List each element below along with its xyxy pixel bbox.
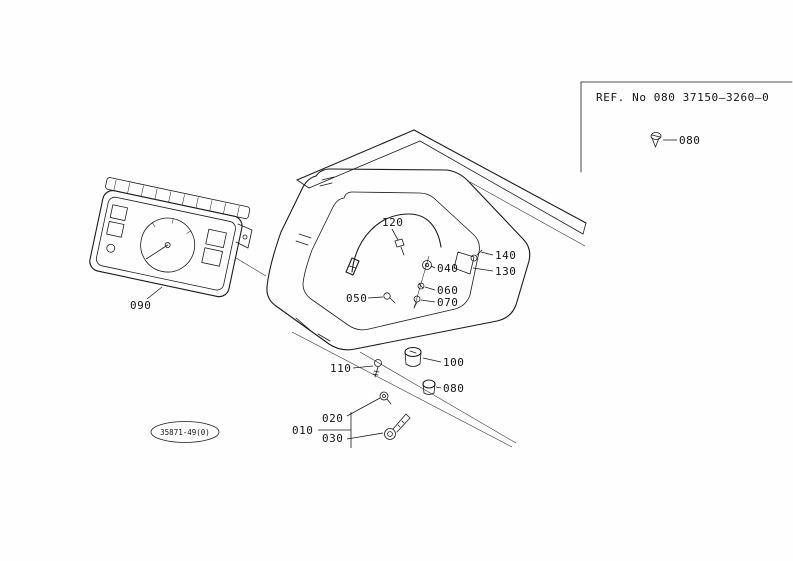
part-080: [422, 379, 436, 395]
callout-label-080: 080: [443, 382, 464, 395]
screw-icon: [650, 132, 662, 148]
cowl-panel-outline: [235, 168, 531, 448]
ref-box: REF. No 080 37150—3260—0 080: [580, 81, 793, 173]
projection-line-3: [235, 257, 267, 277]
callout-label-120: 120: [382, 216, 403, 229]
callout-label-060: 060: [437, 284, 458, 297]
panel-opening: [302, 191, 480, 331]
projection-line-2: [359, 351, 517, 444]
cable-part: [345, 213, 442, 276]
leader-line-060: [424, 286, 436, 291]
leader-line-120: [391, 228, 399, 241]
leader-line-040: [430, 265, 436, 269]
hood-edge-lines: [296, 129, 587, 247]
leader-line-100: [422, 357, 442, 363]
leader-line-070: [420, 299, 436, 303]
leader-line-110: [352, 365, 374, 369]
stamp-text: 35871-49(0): [160, 428, 210, 437]
part-020: [379, 391, 392, 405]
speedometer-needle: [145, 244, 169, 260]
part-030-key: [384, 413, 411, 440]
callout-label-020: 020: [322, 412, 343, 425]
axis-line: [413, 255, 430, 309]
part-110: [372, 359, 382, 378]
switch-and-key-parts: [372, 346, 436, 440]
leader-line-140: [480, 251, 494, 256]
part-number-stamp: 35871-49(0): [150, 421, 220, 443]
part-100: [404, 346, 422, 367]
projection-line-1: [291, 331, 513, 448]
callout-label-130: 130: [495, 265, 516, 278]
callout-label-040: 040: [437, 262, 458, 275]
cluster-inner-frame: [95, 196, 236, 291]
part-040: [422, 260, 432, 270]
leader-line-130: [472, 267, 494, 272]
part-060: [417, 282, 425, 290]
part-130: [453, 251, 475, 275]
callout-label-050: 050: [346, 292, 367, 305]
callout-label-100: 100: [443, 356, 464, 369]
callout-label-030: 030: [322, 432, 343, 445]
cluster-bracket: [235, 223, 253, 249]
gauge-window: [201, 247, 223, 267]
instrument-cluster: [89, 177, 253, 298]
leader-line-090: [146, 286, 163, 300]
callout-label-140: 140: [495, 249, 516, 262]
callout-label-ref-080: 080: [679, 134, 700, 147]
part-050: [383, 292, 391, 300]
callout-label-070: 070: [437, 296, 458, 309]
callout-label-090: 090: [130, 299, 151, 312]
stamp-oval: [150, 421, 220, 443]
leader-line-030: [346, 432, 384, 440]
fastener-parts: [383, 249, 483, 309]
callout-label-110: 110: [330, 362, 351, 375]
warning-lamp-window: [106, 220, 125, 238]
callouts: 120 040 140 130 060 070 050 090 100 110 …: [130, 216, 516, 448]
warning-lamp-window: [109, 204, 128, 221]
panel-outer-edge: [266, 168, 531, 351]
leader-line-020: [346, 397, 381, 417]
leader-line-080: [435, 386, 442, 389]
callout-label-010: 010: [292, 424, 313, 437]
leader-line-050: [367, 296, 384, 299]
ref-number-text: REF. No 080 37150—3260—0: [596, 91, 769, 104]
part-140: [470, 254, 478, 262]
cluster-top-strip: [105, 177, 251, 219]
gauge-window: [205, 228, 227, 249]
